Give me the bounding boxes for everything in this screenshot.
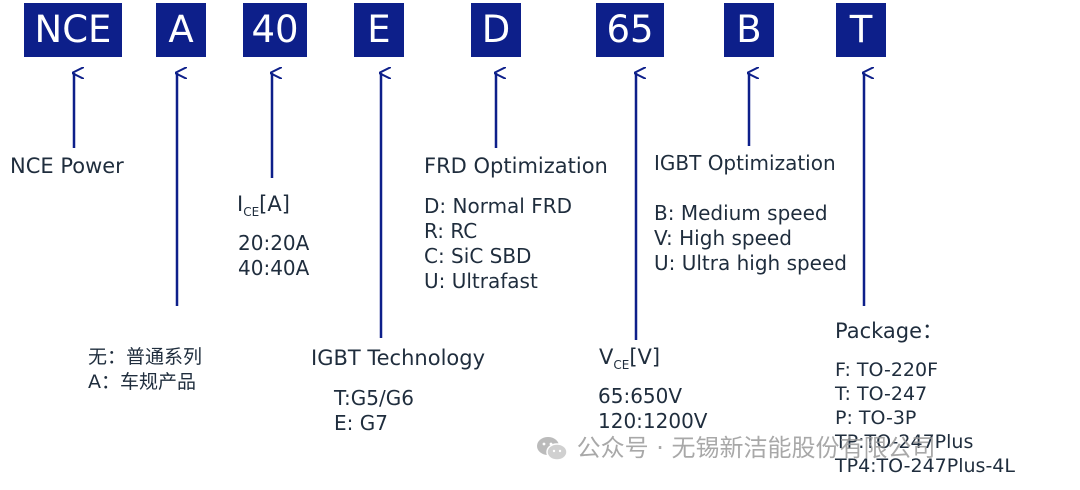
- label-nce-power: NCE Power: [10, 154, 124, 178]
- voltage-unit: [V]: [629, 345, 661, 369]
- code-box-b: B: [724, 3, 774, 57]
- voltage-block: 65:650V 120:1200V: [598, 384, 708, 434]
- code-box-t: T: [836, 3, 886, 57]
- code-box-65: 65: [596, 3, 664, 57]
- series-line-1: 无：普通系列: [88, 346, 203, 368]
- frd-line-4: U: Ultrafast: [424, 269, 538, 293]
- voltage-title: VCE[V]: [599, 345, 660, 378]
- watermark-text: 公众号 · 无锡新洁能股份有限公司: [576, 434, 936, 462]
- package-line-1: F: TO-220F: [835, 359, 939, 381]
- code-box-a: A: [156, 3, 206, 57]
- current-line-1: 20:20A: [238, 231, 310, 255]
- package-line-5: TP4:TO-247Plus-4L: [835, 455, 1015, 477]
- code-box-40: 40: [243, 3, 307, 57]
- igbt-opt-line-2: V: High speed: [654, 226, 792, 250]
- current-line-2: 40:40A: [238, 256, 310, 280]
- current-symbol: I: [237, 192, 244, 216]
- igbt-opt-block: B: Medium speed V: High speed U: Ultra h…: [654, 201, 847, 276]
- package-line-3: P: TO-3P: [835, 407, 917, 429]
- voltage-line-2: 120:1200V: [598, 409, 708, 433]
- frd-block: D: Normal FRD R: RC C: SiC SBD U: Ultraf…: [424, 194, 572, 294]
- current-unit: [A]: [259, 192, 290, 216]
- igbt-opt-line-1: B: Medium speed: [654, 201, 828, 225]
- code-box-d: D: [471, 3, 521, 57]
- tech-line-1: T:G5/G6: [334, 386, 414, 410]
- code-box-e: E: [354, 3, 404, 57]
- frd-line-1: D: Normal FRD: [424, 194, 573, 218]
- code-box-nce: NCE: [24, 3, 122, 57]
- package-line-4: TP:TO-247Plus: [835, 431, 974, 453]
- watermark: 公众号 · 无锡新洁能股份有限公司: [535, 428, 936, 464]
- package-line-2: T: TO-247: [835, 383, 928, 405]
- tech-title: IGBT Technology: [311, 346, 486, 370]
- tech-line-2: E: G7: [334, 411, 388, 435]
- frd-line-2: R: RC: [424, 219, 478, 243]
- tech-block: T:G5/G6 E: G7: [334, 386, 414, 436]
- wechat-icon: [537, 437, 568, 461]
- voltage-subscript: CE: [613, 358, 630, 373]
- igbt-opt-line-3: U: Ultra high speed: [654, 251, 847, 275]
- frd-title: FRD Optimization: [424, 154, 608, 178]
- frd-line-3: C: SiC SBD: [424, 244, 532, 268]
- series-line-2: A：车规产品: [88, 371, 196, 393]
- voltage-line-1: 65:650V: [598, 384, 683, 408]
- package-block: F: TO-220F T: TO-247 P: TO-3P TP:TO-247P…: [835, 358, 1015, 478]
- current-title: ICE[A]: [237, 192, 290, 225]
- series-block: 无：普通系列 A：车规产品: [88, 345, 202, 395]
- voltage-symbol: V: [599, 345, 614, 369]
- current-block: 20:20A 40:40A: [238, 231, 309, 281]
- package-title: Package：: [835, 319, 944, 343]
- igbt-opt-title: IGBT Optimization: [654, 151, 836, 175]
- current-subscript: CE: [243, 205, 260, 220]
